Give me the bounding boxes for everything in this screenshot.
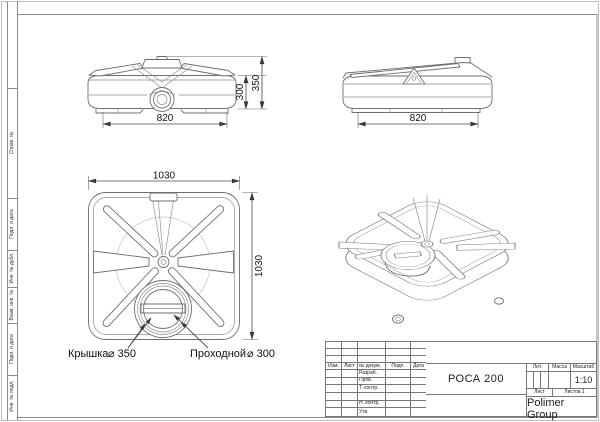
sig-cell (326, 385, 342, 393)
rev-cell (326, 356, 342, 363)
header-list: Лист (342, 363, 358, 370)
sig-cell (326, 408, 342, 416)
rev-cell (326, 342, 342, 349)
rev-cell (386, 342, 411, 349)
sig-cell (411, 378, 426, 386)
sig-label-blank (358, 392, 386, 401)
margin-label-podp-i-data-2: Подп. и дата (9, 334, 15, 364)
dim-820-side: 820 (410, 113, 427, 124)
header-izm: Изм. (326, 363, 342, 370)
sig-cell (411, 393, 426, 401)
margin-label-vzam-inv-no: Взам. инв. № (9, 289, 15, 321)
document-designation-cell (426, 342, 596, 364)
lit-sub-cell (541, 372, 549, 389)
margin-label-sprav-no: Справ. № (9, 131, 15, 155)
sig-label-prov: Пров. (358, 377, 386, 386)
title-block-empty-cell (426, 395, 527, 416)
rev-cell (358, 349, 386, 356)
lit-sub-cell (527, 372, 534, 389)
margin-label-inv-no-dubl: Инв. № дубл. (9, 252, 15, 284)
isometric-view (338, 195, 516, 324)
sig-cell (411, 385, 426, 393)
sig-cell (411, 408, 426, 416)
rev-cell (411, 349, 426, 356)
dim-820-front: 820 (157, 113, 174, 124)
sig-cell (342, 392, 358, 401)
rev-cell (342, 349, 358, 356)
header-massa: Масса (549, 364, 571, 372)
passage-diameter: ⌀ 300 (247, 348, 275, 360)
lit-sub-cell (534, 372, 541, 389)
header-docnum: № докум. (358, 363, 386, 370)
iso-manhole (380, 241, 436, 270)
sig-cell (411, 370, 426, 378)
margin-label-podp-i-data-1: Подп. и дата (9, 209, 15, 239)
rev-cell (411, 342, 426, 349)
sig-cell (342, 408, 358, 416)
header-masshtab: Масштаб (571, 364, 596, 372)
dim-300: 300 (235, 83, 246, 100)
front-view-dimensions: 300 350 820 (102, 56, 267, 128)
sig-cell (326, 392, 342, 401)
dim-1030-top: 1030 (153, 171, 176, 182)
sig-cell (342, 370, 358, 378)
sig-cell (386, 385, 411, 393)
header-podp: Подп. (386, 363, 411, 370)
lid-label: Крышка (68, 348, 109, 360)
title-block: Изм. Лист № докум. Подп. Дата Разраб. Пр… (325, 341, 597, 421)
sig-cell (386, 377, 411, 386)
rev-cell (358, 342, 386, 349)
sig-cell (326, 400, 342, 409)
massa-value-cell (549, 372, 571, 389)
sig-label-utv: Утв. (358, 408, 386, 416)
top-view-dimensions: 1030 1030 Крышка ⌀ 350 Проходной ⌀ 300 (68, 171, 275, 361)
top-view (88, 192, 240, 340)
top-view-ribs (93, 192, 234, 328)
sig-cell (386, 370, 411, 378)
sig-cell (386, 400, 411, 409)
passage-leader (173, 314, 209, 349)
margin-label-inv-no-podl: Инв. № подл. (9, 380, 15, 412)
lid-diameter: ⌀ 350 (108, 348, 136, 360)
sig-label-nkontr: Н. контр. (358, 400, 386, 409)
sig-cell (342, 385, 358, 393)
rev-cell (358, 356, 386, 363)
sig-cell (386, 392, 411, 401)
side-view-dimensions: 820 (357, 112, 479, 128)
header-data: Дата (411, 363, 426, 370)
rev-cell (326, 349, 342, 356)
sig-label-razrab: Разраб. (358, 370, 386, 378)
dim-1030-right: 1030 (254, 254, 265, 277)
sig-cell (411, 401, 426, 409)
title-block-right-section: Лит. Масса Масштаб 1:10 Лист Листов 1 Po… (527, 364, 596, 421)
header-lit: Лит. (527, 364, 549, 372)
rev-cell (386, 349, 411, 356)
rev-cell (342, 342, 358, 349)
sig-cell (326, 377, 342, 386)
title-block-revision-table: Изм. Лист № докум. Подп. Дата Разраб. Пр… (326, 342, 426, 416)
lid-leader (127, 317, 152, 349)
scale-value: 1:10 (571, 372, 596, 389)
sig-cell (342, 377, 358, 386)
sig-cell (326, 370, 342, 378)
margin-cell-dividers (7, 88, 18, 376)
front-view (87, 56, 237, 114)
side-view (342, 57, 493, 113)
rev-cell (386, 356, 411, 363)
passage-label: Проходной (190, 348, 246, 360)
sheet-label: Лист (527, 389, 553, 397)
dim-350: 350 (251, 74, 262, 91)
document-title: РОСА 200 (426, 364, 527, 395)
rev-cell (411, 356, 426, 363)
sig-label-tkontr: Т. контр. (358, 385, 386, 393)
company-name: Polimer Group (527, 397, 565, 421)
sig-cell (386, 408, 411, 416)
sig-cell (342, 400, 358, 409)
sheets-label: Листов 1 (553, 389, 596, 397)
rev-cell (342, 356, 358, 363)
